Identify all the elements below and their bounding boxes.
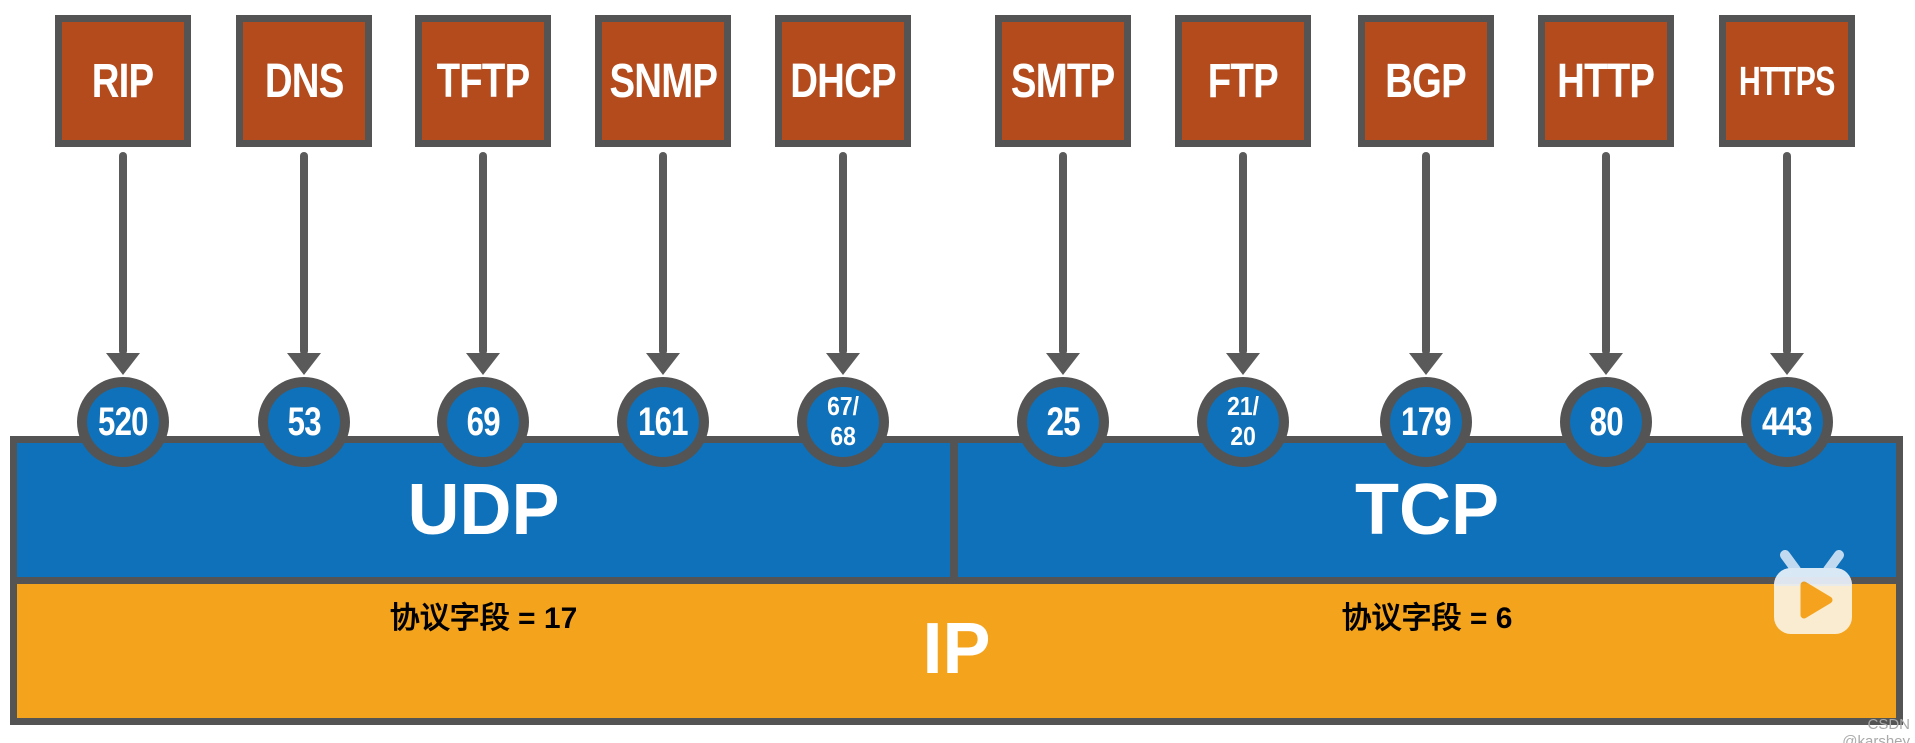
arrow-down-icon — [839, 152, 847, 355]
port-circle-67-68: 67/ 68 — [797, 377, 889, 467]
arrow-head-icon — [287, 353, 321, 375]
port-circle-80: 80 — [1560, 377, 1652, 467]
udp-tcp-divider — [950, 443, 958, 584]
protocol-box-rip: RIP — [55, 15, 191, 147]
arrow-head-icon — [106, 353, 140, 375]
protocol-box-bgp: BGP — [1358, 15, 1494, 147]
protocol-box-ftp: FTP — [1175, 15, 1311, 147]
tcp-layer-label: TCP — [1355, 470, 1499, 550]
port-number: 25 — [1046, 400, 1080, 444]
arrow-head-icon — [826, 353, 860, 375]
protocol-box-dhcp: DHCP — [775, 15, 911, 147]
protocol-label-rip: RIP — [92, 54, 154, 108]
protocol-box-snmp: SNMP — [595, 15, 731, 147]
arrow-down-icon — [479, 152, 487, 355]
arrow-head-icon — [1409, 353, 1443, 375]
port-circle-161: 161 — [617, 377, 709, 467]
protocol-box-tftp: TFTP — [415, 15, 551, 147]
port-number: 161 — [638, 400, 689, 444]
arrow-down-icon — [659, 152, 667, 355]
protocol-label-smtp: SMTP — [1011, 54, 1115, 108]
arrow-down-icon — [1422, 152, 1430, 355]
port-number: 80 — [1589, 400, 1623, 444]
port-circle-520: 520 — [77, 377, 169, 467]
protocol-label-ftp: FTP — [1207, 54, 1279, 108]
port-circle-21-20: 21/ 20 — [1197, 377, 1289, 467]
protocol-box-https: HTTPS — [1719, 15, 1855, 147]
layer-stack: UDP TCP 协议字段 = 17 协议字段 = 6 IP — [10, 436, 1903, 725]
port-number: 67/ 68 — [827, 391, 859, 451]
port-number: 69 — [466, 400, 500, 444]
port-number: 53 — [287, 400, 321, 444]
port-circle-179: 179 — [1380, 377, 1472, 467]
protocol-box-http: HTTP — [1538, 15, 1674, 147]
protocol-label-http: HTTP — [1557, 54, 1655, 108]
port-number: 520 — [98, 400, 149, 444]
protocol-box-dns: DNS — [236, 15, 372, 147]
port-circle-53: 53 — [258, 377, 350, 467]
arrow-down-icon — [1059, 152, 1067, 355]
arrow-down-icon — [1602, 152, 1610, 355]
protocol-box-smtp: SMTP — [995, 15, 1131, 147]
port-circle-443: 443 — [1741, 377, 1833, 467]
arrow-head-icon — [1226, 353, 1260, 375]
protocol-label-tftp: TFTP — [436, 54, 531, 108]
ip-layer-label: IP — [922, 609, 991, 689]
port-number: 443 — [1762, 400, 1813, 444]
protocol-label-dns: DNS — [264, 54, 344, 108]
arrow-down-icon — [300, 152, 308, 355]
port-number: 21/ 20 — [1227, 391, 1259, 451]
protocol-label-bgp: BGP — [1385, 54, 1468, 108]
port-circle-69: 69 — [437, 377, 529, 467]
arrow-down-icon — [119, 152, 127, 355]
udp-layer-label: UDP — [407, 470, 560, 550]
port-number: 179 — [1401, 400, 1452, 444]
arrow-head-icon — [1046, 353, 1080, 375]
protocol-label-snmp: SNMP — [609, 54, 718, 108]
watermark-text: CSDN @karshey — [1842, 716, 1910, 743]
arrow-head-icon — [1589, 353, 1623, 375]
arrow-head-icon — [466, 353, 500, 375]
protocol-label-https: HTTPS — [1739, 57, 1836, 104]
port-circle-25: 25 — [1017, 377, 1109, 467]
arrow-head-icon — [1770, 353, 1804, 375]
arrow-down-icon — [1239, 152, 1247, 355]
arrow-head-icon — [646, 353, 680, 375]
arrow-down-icon — [1783, 152, 1791, 355]
protocol-label-dhcp: DHCP — [790, 54, 896, 108]
bilibili-tv-play-icon — [1774, 550, 1852, 634]
